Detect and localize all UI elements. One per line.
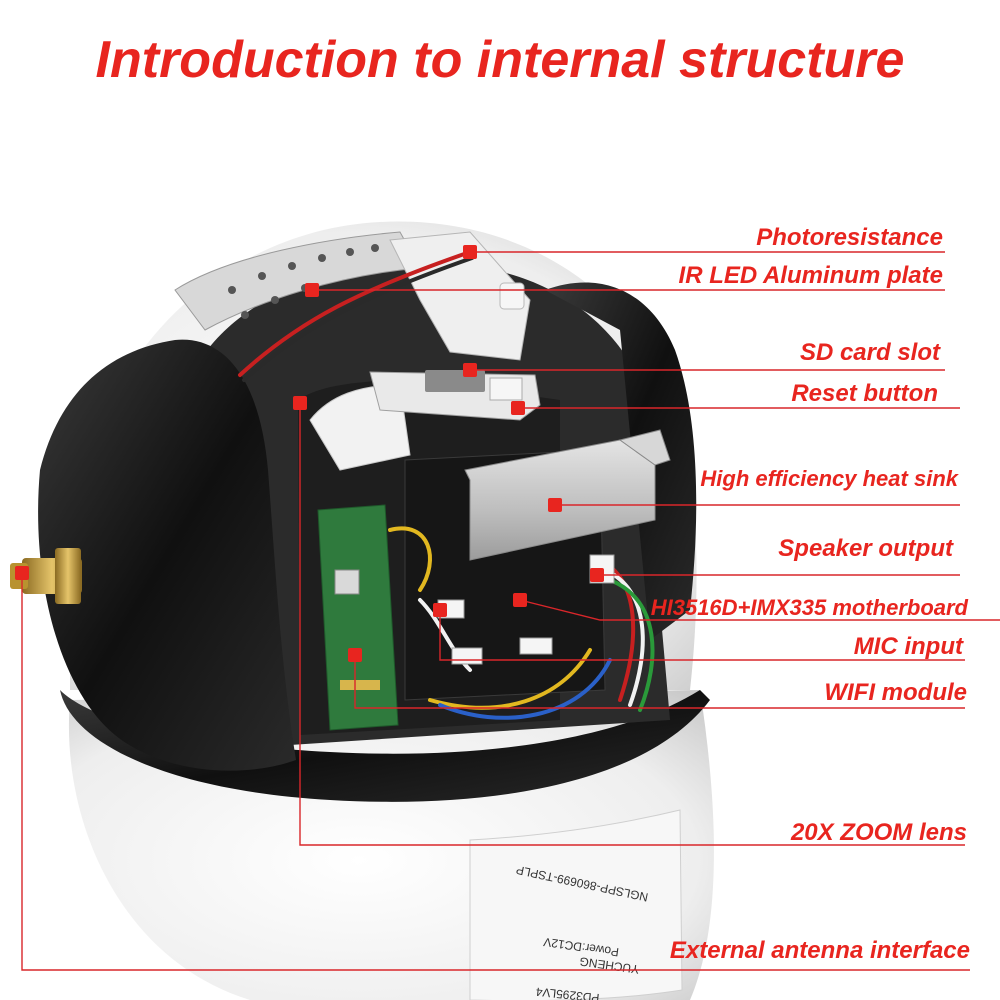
base-rim [60,690,710,802]
bracket-right [389,231,531,361]
plate-holes [228,244,379,319]
label-mic-input: MIC input [853,633,963,660]
label-motherboard: HI3516D+IMX335 motherboard [650,595,968,620]
antenna-connector [10,548,82,604]
wiring [238,250,655,720]
leader-line-motherboard [519,599,1000,621]
callout-dot-speaker-output [590,568,604,582]
label-zoom-lens: 20X ZOOM lens [790,819,967,846]
callout-dot-sd-card-slot [463,363,477,377]
leader-line-zoom-lens [299,403,965,846]
callout-leaders [15,245,1000,971]
callout-dot-zoom-lens [293,396,307,410]
label-reset-button: Reset button [791,380,938,407]
label-antenna-interface: External antenna interface [669,937,970,964]
label-photoresistance: Photoresistance [756,224,943,251]
callout-dot-heat-sink [548,498,562,512]
leader-line-mic-input [439,610,965,661]
bracket-post [499,282,525,310]
callout-dot-photoresistance [463,245,477,259]
label-sd-card-slot: SD card slot [799,339,940,366]
left-arm [38,339,297,771]
leader-line-antenna-interface [21,573,970,971]
label-ir-led-plate: IR LED Aluminum plate [678,262,943,289]
callout-dot-wifi-module [348,648,362,662]
leader-line-wifi-module [354,655,965,709]
label-speaker-output: Speaker output [778,535,953,562]
page-title: Introduction to internal structure [95,31,905,89]
callout-dot-ir-led-plate [305,283,319,297]
right-arm [545,282,697,640]
callout-dot-mic-input [433,603,447,617]
callout-dot-motherboard [513,593,527,607]
callout-dot-antenna-interface [15,566,29,580]
label-heat-sink: High efficiency heat sink [700,466,958,491]
label-wifi-module: WIFI module [824,679,967,706]
product-sticker [469,809,683,1000]
wifi-pcb [317,504,399,731]
callout-dot-reset-button [511,401,525,415]
